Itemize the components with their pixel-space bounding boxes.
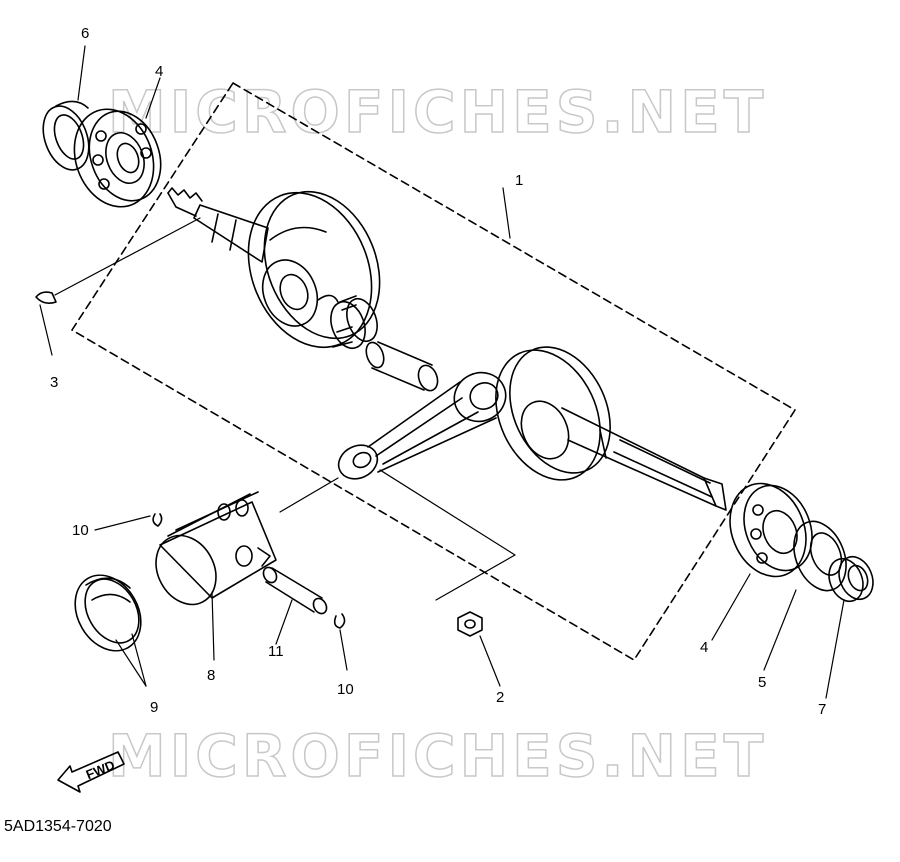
circlip-lower [333, 613, 346, 629]
fwd-arrow [57, 751, 125, 793]
right-crank-half [495, 346, 727, 511]
fwd-label: FWD [84, 757, 117, 782]
crank-nut [457, 611, 483, 637]
callout-10-upper: 10 [72, 522, 89, 539]
watermark-bottom: MICROFICHES.NET [107, 721, 768, 791]
callout-2: 2 [496, 689, 505, 706]
callout-8: 8 [207, 667, 216, 684]
left-bearing [73, 108, 162, 208]
callout-leaders [39, 45, 845, 699]
right-bearing [729, 482, 813, 578]
piston [155, 491, 277, 606]
callout-1: 1 [515, 172, 524, 189]
callout-9: 9 [150, 699, 159, 716]
callout-6: 6 [81, 25, 90, 42]
key-leader [54, 217, 201, 296]
collar [828, 555, 874, 603]
piston-pin [262, 566, 328, 615]
left-oil-seal [42, 100, 90, 171]
callout-10-lower: 10 [337, 681, 354, 698]
diagram-code: 5AD1354-7020 [4, 818, 112, 835]
watermark-top: MICROFICHES.NET [107, 77, 768, 147]
callout-4-left: 4 [155, 63, 164, 80]
needle-bearing [330, 295, 378, 350]
crank-pin [365, 341, 439, 392]
left-crank-half [167, 187, 381, 349]
connecting-rod [337, 371, 507, 480]
piston-rings [74, 574, 142, 652]
circlip-upper [152, 513, 163, 527]
callout-7: 7 [818, 701, 827, 718]
assembly-boundary [71, 82, 796, 661]
woodruff-key [35, 291, 57, 304]
callout-4-right: 4 [700, 639, 709, 656]
callout-3: 3 [50, 374, 59, 391]
callout-11: 11 [268, 643, 284, 660]
callout-5: 5 [758, 674, 767, 691]
